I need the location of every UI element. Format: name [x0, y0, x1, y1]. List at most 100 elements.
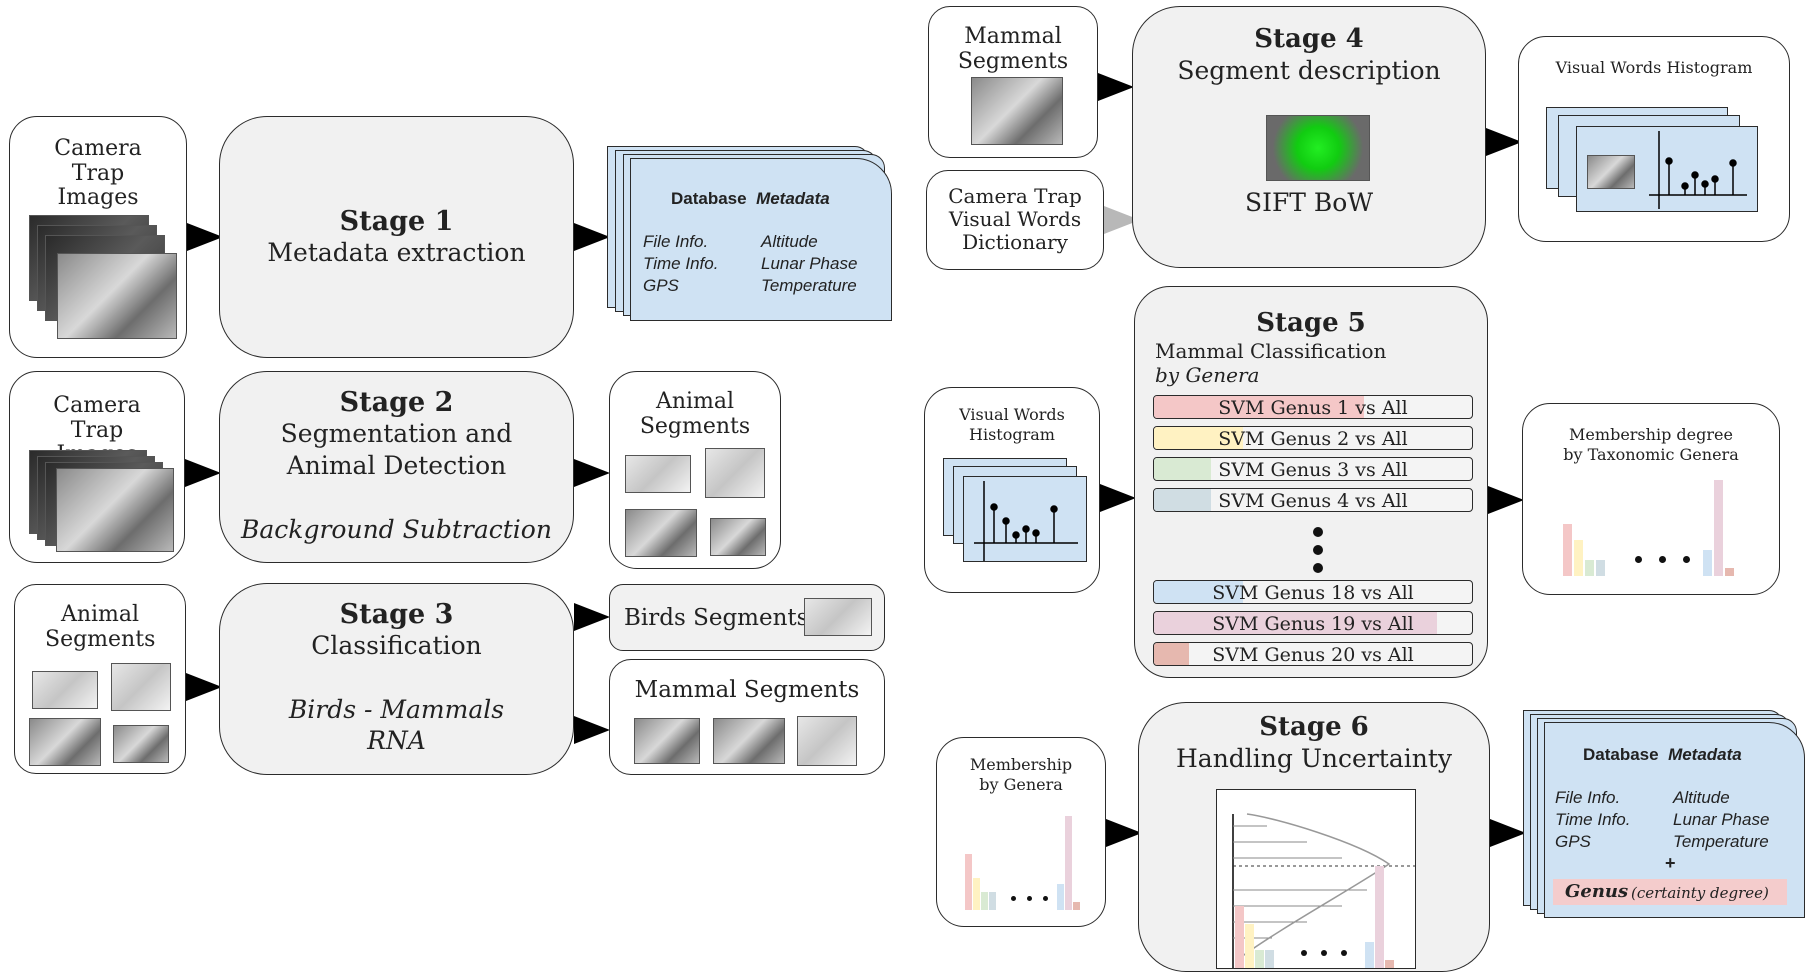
stage1-db-doc: Database Metadata File Info. Time Info. … [607, 146, 892, 321]
arrow-s5-in [1100, 484, 1136, 512]
db-field-gps: GPS [643, 276, 679, 295]
vertical-ellipsis [1135, 523, 1487, 583]
ellipsis-dot [1043, 896, 1048, 901]
svm-label: SVM Genus 4 vs All [1218, 490, 1408, 512]
svm-label: SVM Genus 1 vs All [1218, 397, 1408, 419]
membership-bar-genus-19 [1714, 480, 1723, 576]
db-field-altitude: Altitude [761, 232, 818, 251]
segment-mammal-2 [713, 718, 785, 764]
stage6-subtitle: Handling Uncertainty [1176, 744, 1452, 773]
svm-genus-1: SVM Genus 1 vs All [1153, 395, 1473, 419]
arrow-s2-in [185, 459, 221, 487]
svm-score-bar [1154, 427, 1244, 449]
stage4-output-label: Visual Words Histogram [1555, 58, 1753, 77]
segment-bird-1 [625, 455, 691, 493]
arrow-s6-out [1490, 819, 1526, 847]
stage4-input2-line3: Dictionary [962, 230, 1068, 254]
arrow-s1-out [574, 223, 610, 251]
arrow-s6-in [1106, 819, 1142, 847]
visual-words-histogram-icon [1649, 131, 1747, 209]
svm-score-bar [1154, 643, 1189, 665]
segment-mammal-2 [113, 725, 169, 763]
trap-image [56, 468, 174, 552]
db-title: Database [1583, 745, 1659, 764]
birds-segments-label: Birds Segments [624, 605, 809, 631]
stage6-input-line1: Membership [969, 755, 1073, 774]
histogram-page [963, 476, 1087, 562]
db-page: Database Metadata File Info. Time Info. … [630, 158, 892, 321]
db-field-gps: GPS [1555, 832, 1591, 851]
segment-bird-2 [111, 663, 171, 711]
db-field-altitude: Altitude [1673, 788, 1730, 807]
segment-bird-1 [32, 671, 98, 709]
segment-mammal-3 [797, 716, 857, 766]
ellipsis-dot [1011, 896, 1016, 901]
svm-score-bar [1154, 612, 1438, 634]
membership-bar-genus-20 [1385, 960, 1394, 968]
membership-bar-genus-1 [965, 854, 972, 910]
arrow-s1-in [187, 223, 223, 251]
segment-mammal-1 [625, 509, 697, 557]
mammal-segments-label: Mammal Segments [634, 677, 860, 703]
stage2-output-box: Animal Segments [609, 371, 781, 569]
arrow-s3-out-birds [574, 603, 610, 631]
svm-label: SVM Genus 3 vs All [1218, 459, 1408, 481]
stage4-input2-line2: Visual Words [948, 207, 1082, 231]
stage4-subtitle: Segment description [1177, 56, 1441, 85]
stage2-method: Background Subtraction [241, 515, 552, 544]
histogram-thumb [1587, 155, 1635, 189]
svm-genus-2: SVM Genus 2 vs All [1153, 426, 1473, 450]
svm-genus-20: SVM Genus 20 vs All [1153, 642, 1473, 666]
membership-bar-genus-1 [1563, 524, 1572, 576]
stage2-subtitle-2: Animal Detection [286, 451, 507, 480]
svm-genus-4: SVM Genus 4 vs All [1153, 488, 1473, 512]
svm-label: SVM Genus 20 vs All [1212, 644, 1414, 666]
stage6-input-line2: by Genera [979, 775, 1063, 794]
visual-words-histogram-icon [974, 481, 1078, 561]
stage4-input1-label: Mammal Segments [957, 24, 1069, 74]
genus-certainty-note: (certainty degree) [1631, 884, 1769, 902]
stage1-subtitle: Metadata extraction [267, 238, 526, 267]
stage3-output-mammals: Mammal Segments [609, 659, 885, 775]
db-field-time-info: Time Info. [1555, 810, 1631, 829]
membership-bar-genus-20 [1073, 902, 1080, 910]
stage4-title: Stage 4 [1254, 24, 1364, 54]
stage5-input-box: Visual Words Histogram [924, 387, 1100, 593]
stage4-output-box: Visual Words Histogram [1518, 36, 1790, 242]
db-field-file-info: File Info. [1555, 788, 1621, 807]
ellipsis-dot [1341, 950, 1347, 956]
stage5-title: Stage 5 [1256, 308, 1366, 338]
membership-bar-genus-18 [1703, 550, 1712, 576]
stage1-input-box: Camera Trap Images [9, 116, 187, 358]
arrow-s4-in-mammals [1098, 73, 1134, 101]
db-field-lunar-phase: Lunar Phase [761, 254, 858, 273]
membership-bar-genus-18 [1057, 884, 1064, 910]
stage4-input-dictionary: Camera Trap Visual Words Dictionary [926, 170, 1104, 270]
stage3-input-box: Animal Segments [14, 584, 186, 774]
stage3-method-1: Birds - Mammals [288, 695, 505, 724]
stage1-input-label: Camera Trap Images [54, 136, 142, 211]
stage3-output-birds: Birds Segments [609, 584, 885, 651]
membership-bar-genus-4 [1265, 950, 1274, 968]
svm-genus-3: SVM Genus 3 vs All [1153, 457, 1473, 481]
uncertainty-bars [1235, 790, 1413, 968]
membership-bar-genus-19 [1065, 816, 1072, 910]
ellipsis-dot [1659, 556, 1666, 563]
stage6-input-box: Membership by Genera [936, 737, 1106, 927]
membership-bar-genus-1 [1235, 906, 1244, 968]
db-field-file-info: File Info. [643, 232, 709, 251]
genus-label: Genus [1565, 881, 1629, 902]
membership-bar-genus-3 [1255, 950, 1264, 968]
svm-label: SVM Genus 2 vs All [1218, 428, 1408, 450]
segment-bird-2 [705, 448, 765, 498]
membership-bar-genus-2 [973, 878, 980, 910]
histogram-page [1576, 126, 1758, 212]
stage2-box: Stage 2 Segmentation and Animal Detectio… [219, 371, 574, 563]
db-field-temperature: Temperature [761, 276, 857, 295]
stage4-input2-line1: Camera Trap [948, 184, 1082, 208]
stage5-output-line1: Membership degree [1569, 425, 1733, 444]
db-field-temperature: Temperature [1673, 832, 1769, 851]
stage3-subtitle: Classification [311, 631, 482, 660]
uncertainty-plot [1216, 789, 1416, 969]
membership-bar-genus-2 [1245, 924, 1254, 968]
